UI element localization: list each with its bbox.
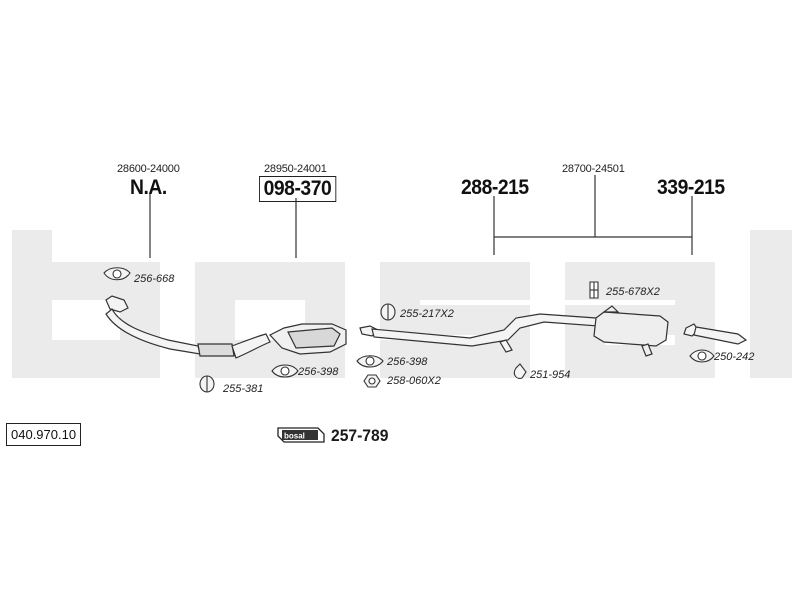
mounting-kit-logo-icon: bosal: [277, 427, 325, 443]
mounting-kit-number: 257-789: [331, 426, 389, 445]
catalyst: [269, 323, 347, 355]
nut-icon: [363, 374, 381, 388]
leader-lines: [149, 175, 693, 258]
tail-pipe: [683, 323, 748, 345]
clamp-icon-front: [199, 375, 215, 393]
accessory-icons: [103, 267, 715, 393]
label-clamp-middle: 255-217X2: [400, 308, 454, 320]
mounting-kit-logo-text: bosal: [284, 432, 305, 441]
label-gasket-middle: 256-398: [387, 356, 428, 368]
hanger-icon-middle: [513, 363, 527, 379]
label-hanger-rear: 255-678X2: [606, 286, 660, 298]
gasket-icon-tail: [689, 349, 715, 363]
clamp-icon-middle: [380, 303, 396, 321]
label-clamp-front: 255-381: [223, 383, 264, 395]
label-hanger-middle: 251-954: [530, 369, 571, 381]
oe-number-catalyst: 28950-24001: [264, 163, 327, 175]
label-nut: 258-060X2: [387, 375, 441, 387]
gasket-icon-middle: [356, 355, 384, 368]
catalog-number: 040.970.10: [6, 423, 82, 446]
part-number-catalyst: 098-370: [259, 176, 336, 202]
label-gasket-front: 256-668: [134, 273, 175, 285]
label-gasket-tail: 250-242: [714, 351, 755, 363]
front-pipe: [105, 295, 271, 359]
hanger-icon-rear: [589, 281, 599, 299]
gasket-icon-catalyst: [271, 364, 299, 378]
part-number-rear-silencer: 339-215: [657, 176, 725, 199]
oe-number-front-pipe: 28600-24000: [117, 163, 180, 175]
part-number-middle-pipe: 288-215: [461, 176, 529, 199]
part-number-front-pipe: N.A.: [130, 176, 167, 199]
oe-number-rear-system: 28700-24501: [562, 163, 625, 175]
rear-silencer: [593, 305, 669, 357]
gasket-icon-front: [103, 267, 131, 281]
label-gasket-catalyst: 256-398: [298, 366, 339, 378]
